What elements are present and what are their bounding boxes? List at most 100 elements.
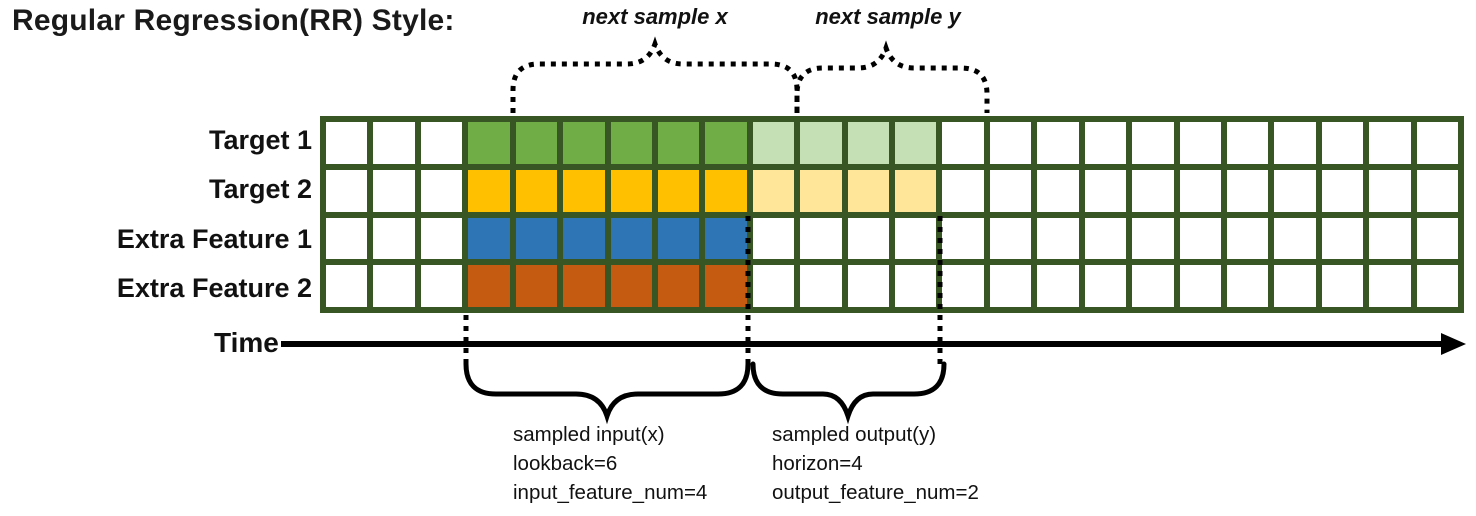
cell-r4-c17 (1084, 265, 1127, 307)
cell-r4-c21 (1274, 265, 1316, 307)
cell-r4-c3 (420, 265, 463, 307)
cell-r1-c11 (800, 122, 842, 164)
cell-r2-c6 (563, 169, 605, 212)
cell-r4-c23 (1369, 265, 1411, 307)
cell-r4-c8 (657, 265, 700, 307)
cell-r2-c7 (610, 169, 652, 212)
cell-r4-c10 (752, 265, 795, 307)
cell-r3-c19 (1179, 217, 1221, 260)
cell-r4-c13 (895, 265, 937, 307)
cell-r1-c15 (989, 122, 1032, 164)
sampled-input-caption-line2: lookback=6 (513, 452, 618, 475)
cell-r1-c6 (563, 122, 605, 164)
cell-r4-c24 (1416, 265, 1458, 307)
row-label-extra-feature-1: Extra Feature 1 (116, 223, 312, 254)
cell-r1-c9 (705, 122, 747, 164)
cell-r2-c17 (1084, 169, 1127, 212)
cell-r3-c14 (942, 217, 984, 260)
cell-r2-c19 (1179, 169, 1221, 212)
cell-r1-c4 (468, 122, 510, 164)
cell-r1-c24 (1416, 122, 1458, 164)
cell-r2-c15 (989, 169, 1032, 212)
cell-r1-c20 (1226, 122, 1269, 164)
cell-r4-c16 (1037, 265, 1079, 307)
cell-r1-c22 (1321, 122, 1364, 164)
cell-r1-c17 (1084, 122, 1127, 164)
cell-r2-c10 (752, 169, 795, 212)
cell-r3-c21 (1274, 217, 1316, 260)
cell-r3-c9 (705, 217, 747, 260)
cell-r2-c8 (657, 169, 700, 212)
cell-r3-c24 (1416, 217, 1458, 260)
cell-r4-c1 (326, 265, 368, 307)
cell-r1-c12 (847, 122, 889, 164)
cell-r3-c17 (1084, 217, 1127, 260)
cell-r4-c4 (468, 265, 510, 307)
cell-r4-c7 (610, 265, 652, 307)
row-label-extra-feature-2: Extra Feature 2 (116, 272, 312, 303)
next-sample-x-brace (510, 36, 800, 113)
cell-r1-c21 (1274, 122, 1316, 164)
cell-r4-c9 (705, 265, 747, 307)
cell-r2-c24 (1416, 169, 1458, 212)
cell-r3-c8 (657, 217, 700, 260)
cell-r1-c5 (515, 122, 558, 164)
cell-r1-c19 (1179, 122, 1221, 164)
cell-r3-c15 (989, 217, 1032, 260)
cell-r2-c22 (1321, 169, 1364, 212)
cell-r4-c22 (1321, 265, 1364, 307)
cell-r1-c3 (420, 122, 463, 164)
cell-r3-c20 (1226, 217, 1269, 260)
sampled-output-caption-line3: output_feature_num=2 (772, 481, 979, 504)
sampled-input-caption: sampled input(x) lookback=6 input_featur… (513, 420, 707, 507)
cell-r2-c3 (420, 169, 463, 212)
cell-r1-c18 (1132, 122, 1174, 164)
cell-r3-c18 (1132, 217, 1174, 260)
next-sample-y-label: next sample y (815, 4, 961, 29)
cell-r2-c2 (373, 169, 415, 212)
next-sample-y-brace (794, 40, 990, 113)
sampled-input-brace (463, 361, 751, 425)
cell-r3-c16 (1037, 217, 1079, 260)
cell-r2-c16 (1037, 169, 1079, 212)
sampled-output-caption-line2: horizon=4 (772, 452, 863, 475)
cell-r4-c11 (800, 265, 842, 307)
sampled-output-caption: sampled output(y) horizon=4 output_featu… (772, 420, 979, 507)
cell-r2-c5 (515, 169, 558, 212)
cell-r3-c23 (1369, 217, 1411, 260)
time-axis-label: Time (214, 327, 279, 358)
cell-r1-c8 (657, 122, 700, 164)
cell-r3-c3 (420, 217, 463, 260)
cell-r2-c21 (1274, 169, 1316, 212)
cell-r4-c18 (1132, 265, 1174, 307)
cell-r3-c4 (468, 217, 510, 260)
sampled-input-caption-line1: sampled input(x) (513, 423, 665, 446)
cell-r3-c6 (563, 217, 605, 260)
cell-r1-c14 (942, 122, 984, 164)
cell-r4-c2 (373, 265, 415, 307)
cell-r2-c9 (705, 169, 747, 212)
cell-r3-c11 (800, 217, 842, 260)
cell-r4-c12 (847, 265, 889, 307)
cell-r3-c2 (373, 217, 415, 260)
cell-r3-c5 (515, 217, 558, 260)
cell-r3-c13 (895, 217, 937, 260)
cell-r1-c7 (610, 122, 652, 164)
next-sample-x-label: next sample x (582, 4, 728, 29)
cell-r3-c22 (1321, 217, 1364, 260)
cell-r1-c16 (1037, 122, 1079, 164)
sampled-output-caption-line1: sampled output(y) (772, 423, 937, 446)
cell-r1-c10 (752, 122, 795, 164)
sample-grid (320, 116, 1464, 313)
cell-r2-c20 (1226, 169, 1269, 212)
cell-r2-c14 (942, 169, 984, 212)
cell-r2-c18 (1132, 169, 1174, 212)
cell-r4-c14 (942, 265, 984, 307)
cell-r4-c6 (563, 265, 605, 307)
row-label-target-1: Target 1 (208, 125, 312, 156)
cell-r4-c19 (1179, 265, 1221, 307)
cell-r2-c23 (1369, 169, 1411, 212)
cell-r1-c2 (373, 122, 415, 164)
row-labels: Target 1 Target 2 Extra Feature 1 Extra … (0, 116, 312, 313)
